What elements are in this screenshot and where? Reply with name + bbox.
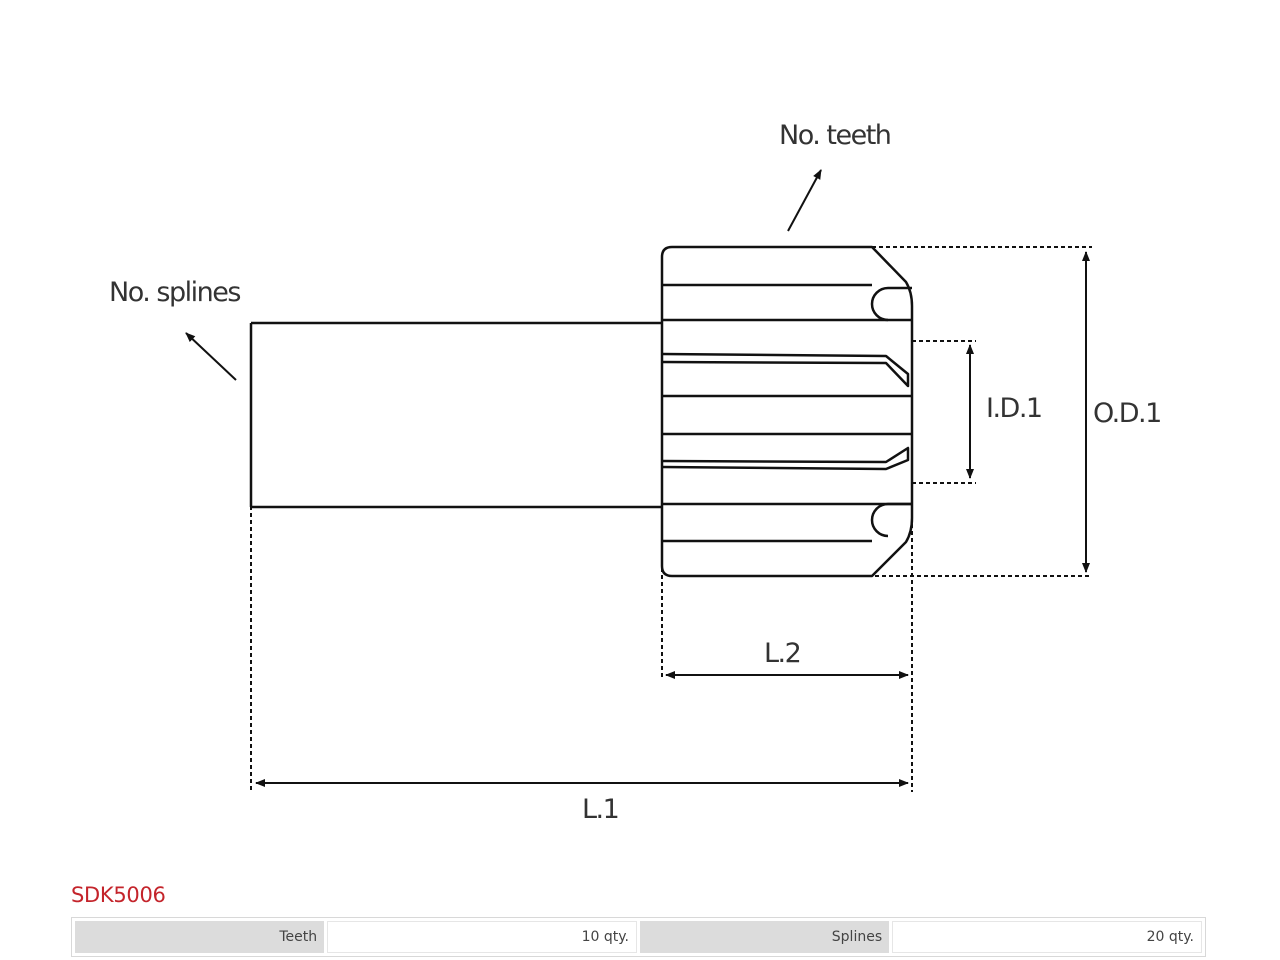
tooth-tip-upper [661,352,910,388]
length-1-label: L.1 [582,794,618,825]
tooth-groove-upper [870,286,912,322]
inner-diameter-label: I.D.1 [986,393,1042,424]
teeth-pointer-arrow [787,169,822,232]
extension-lines [250,246,1092,792]
length-2-label: L.2 [764,638,800,669]
outer-diameter-label: O.D.1 [1093,398,1161,429]
spec-row: Teeth 10 qty. Splines 20 qty. [75,921,1202,953]
dimension-lines [185,169,1090,787]
teeth-spec-label: Teeth [75,921,325,953]
tooth-tip-lower [661,446,910,471]
gear-outline [660,245,914,578]
splines-spec-value: 20 qty. [892,921,1202,953]
part-code: SDK5006 [71,883,166,907]
teeth-spec-value: 10 qty. [327,921,637,953]
spec-table: Teeth 10 qty. Splines 20 qty. [71,917,1206,957]
no-splines-label: No. splines [109,277,240,308]
no-teeth-label: No. teeth [779,120,890,151]
gear-head [660,245,914,578]
splines-spec-label: Splines [639,921,890,953]
splines-pointer-arrow [185,332,237,381]
starter-pinion-drawing: No. teeth No. splines I.D.1 O.D.1 L.2 L.… [109,120,1162,825]
shaft [249,321,662,509]
tooth-groove-lower [870,502,912,538]
